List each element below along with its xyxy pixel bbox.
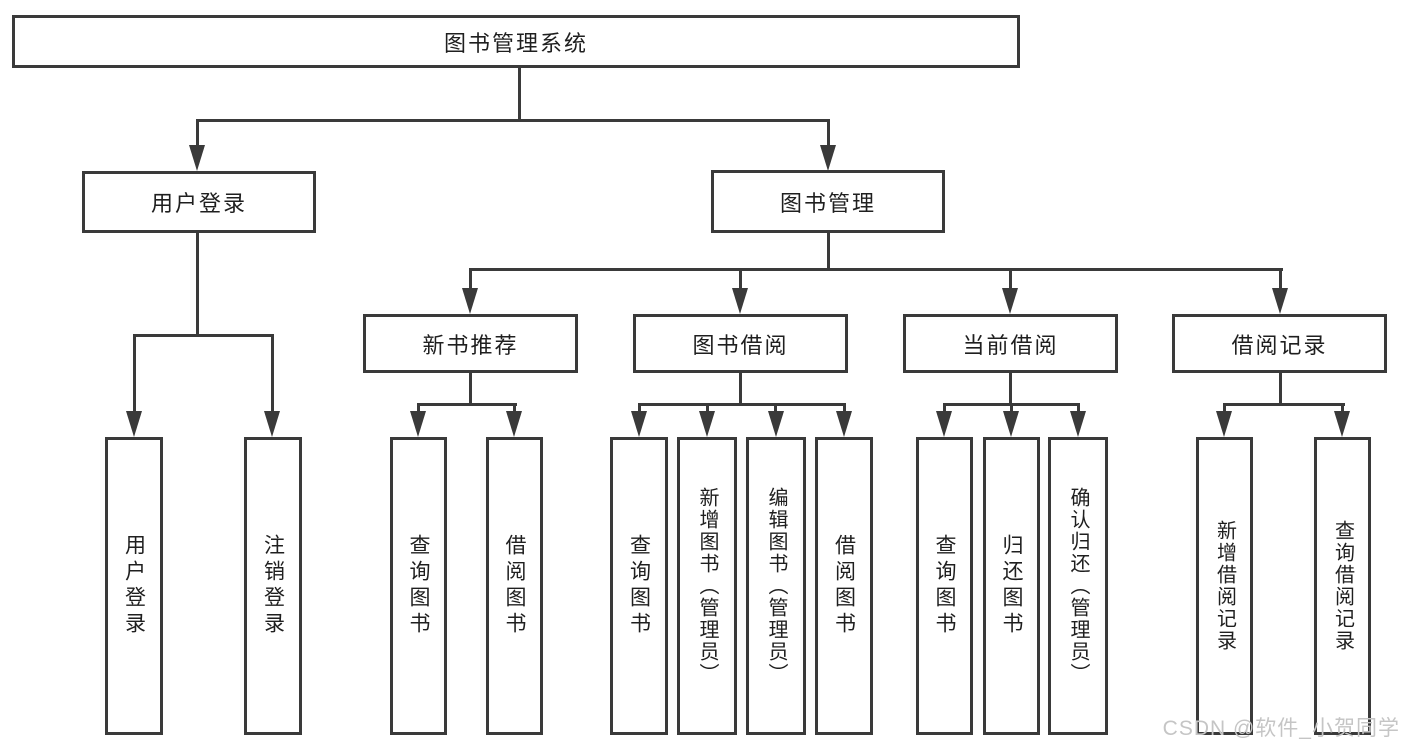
connector-borrow-records-horizontal [1223,403,1345,406]
arrow-down-icon [820,145,836,171]
connector-stem-leaf [638,403,641,413]
arrow-down-icon [410,411,426,437]
node-current-borrow: 当前借阅 [903,314,1118,373]
connector-new-book-horizontal [417,403,517,406]
connector-stem-new-book [469,268,472,290]
connector-user-login-vertical [196,233,199,335]
arrow-down-icon [631,411,647,437]
connector-stem-user-login [196,119,199,147]
arrow-down-icon [1272,288,1288,314]
connector-book-mgmt-horizontal [469,268,1283,271]
connector-book-borrow-vertical [739,373,742,406]
connector-stem-leaf [1077,403,1080,413]
arrow-down-icon [506,411,522,437]
node-new-book-recommend: 新书推荐 [363,314,578,373]
node-root-library-system: 图书管理系统 [12,15,1020,68]
leaf-borrow-query-books: 查询图书 [610,437,668,735]
leaf-current-return-books: 归还图书 [983,437,1040,735]
connector-stem-leaf [843,403,846,413]
leaf-user-login: 用户登录 [105,437,163,735]
connector-stem-leaf [417,403,420,413]
connector-root-horizontal [196,119,830,122]
node-book-management: 图书管理 [711,170,945,233]
leaf-borrow-edit-books-admin: 编辑图书（管理员） [746,437,806,735]
leaf-borrow-borrow-books: 借阅图书 [815,437,873,735]
connector-stem-leaf [513,403,516,413]
connector-new-book-vertical [469,373,472,406]
connector-book-mgmt-vertical [827,233,830,270]
connector-stem-borrow-records [1279,268,1282,290]
connector-book-borrow-horizontal [638,403,846,406]
arrow-down-icon [1070,411,1086,437]
arrow-down-icon [699,411,715,437]
leaf-records-add-record: 新增借阅记录 [1196,437,1253,735]
connector-stem-book-borrow [739,268,742,290]
arrow-down-icon [462,288,478,314]
leaf-newbook-borrow-books: 借阅图书 [486,437,543,735]
connector-stem-leaf [1341,403,1344,413]
arrow-down-icon [1334,411,1350,437]
arrow-down-icon [264,411,280,437]
arrow-down-icon [126,411,142,437]
node-user-login: 用户登录 [82,171,316,233]
node-borrow-records: 借阅记录 [1172,314,1387,373]
connector-current-borrow-vertical [1009,373,1012,406]
arrow-down-icon [836,411,852,437]
connector-stem-leaf [1010,403,1013,413]
connector-root-vertical [518,68,521,121]
connector-stem-current-borrow [1009,268,1012,290]
connector-stem-leaf [774,403,777,413]
arrow-down-icon [1002,288,1018,314]
leaf-records-query-record: 查询借阅记录 [1314,437,1371,735]
arrow-down-icon [1216,411,1232,437]
leaf-newbook-query-books: 查询图书 [390,437,447,735]
arrow-down-icon [732,288,748,314]
connector-stem-leaf [271,334,274,414]
connector-stem-leaf [1223,403,1226,413]
arrow-down-icon [189,145,205,171]
leaf-current-confirm-return-admin: 确认归还（管理员） [1048,437,1108,735]
connector-borrow-records-vertical [1279,373,1282,406]
arrow-down-icon [936,411,952,437]
connector-stem-leaf [133,334,136,414]
connector-user-login-horizontal [133,334,274,337]
connector-stem-book-mgmt [827,119,830,147]
node-book-borrow: 图书借阅 [633,314,848,373]
connector-stem-leaf [706,403,709,413]
leaf-logout: 注销登录 [244,437,302,735]
csdn-watermark: CSDN @软件_小贺同学 [1162,717,1400,740]
arrow-down-icon [768,411,784,437]
leaf-borrow-add-books-admin: 新增图书（管理员） [677,437,737,735]
leaf-current-query-books: 查询图书 [916,437,973,735]
connector-stem-leaf [943,403,946,413]
arrow-down-icon [1003,411,1019,437]
